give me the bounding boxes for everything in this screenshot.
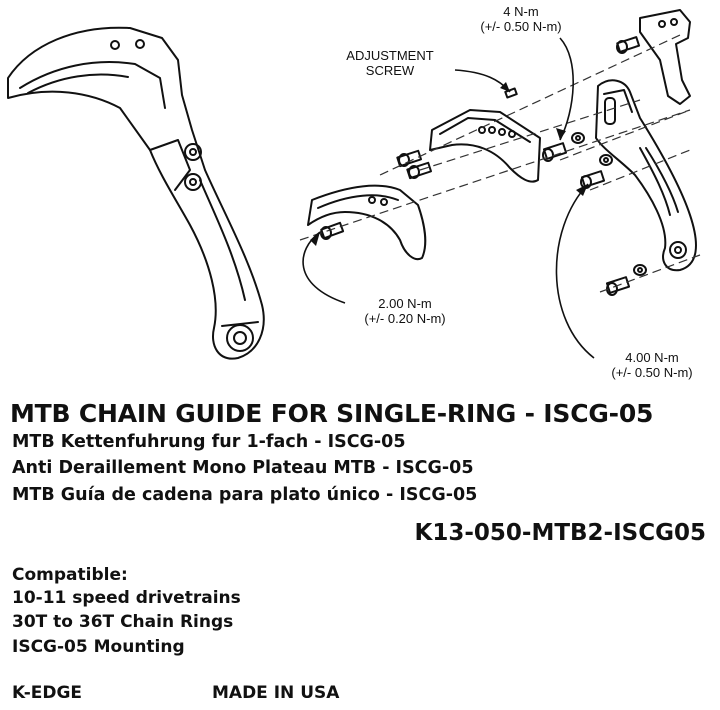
torque-value: 4 N-m [503,4,539,19]
washers-and-bolts [542,132,647,296]
lower-guide-block [307,184,427,260]
torque-callout-top: 4 N-m (+/- 0.50 N-m) [476,4,566,34]
product-title-spanish: MTB Guía de cadena para plato único - IS… [12,485,478,505]
product-title-german: MTB Kettenfuhrung fur 1-fach - ISCG-05 [12,432,406,452]
torque-callout-left: 2.00 N-m (+/- 0.20 N-m) [350,296,460,326]
torque-callout-right: 4.00 N-m (+/- 0.50 N-m) [596,350,708,380]
adjustment-screw-callout: ADJUSTMENT SCREW [322,48,458,78]
product-title: MTB CHAIN GUIDE FOR SINGLE-RING - ISCG-0… [10,399,654,428]
exploded-assembly-diagram [7,9,701,360]
torque-tolerance: (+/- 0.50 N-m) [611,365,693,380]
compatibility-item: ISCG-05 Mounting [12,637,185,657]
product-title-french: Anti Deraillement Mono Plateau MTB - ISC… [12,458,474,478]
assembled-chain-guide [7,26,265,360]
assembly-axes [299,34,701,293]
torque-tolerance: (+/- 0.20 N-m) [364,311,446,326]
torque-value: 2.00 N-m [378,296,432,311]
adjustment-label-line1: ADJUSTMENT [346,48,434,63]
part-number: K13-050-MTB2-ISCG05 [414,520,706,546]
compatibility-item: 10-11 speed drivetrains [12,588,241,608]
torque-value: 4.00 N-m [625,350,679,365]
brand-name: K-EDGE [12,683,83,703]
compatibility-item: 30T to 36T Chain Rings [12,612,234,632]
adjustment-label-line2: SCREW [365,63,415,78]
callout-arrowheads [310,82,588,246]
top-mounting-tab [616,9,691,105]
torque-tolerance: (+/- 0.50 N-m) [480,19,562,34]
compatibility-heading: Compatible: [12,565,128,585]
upper-guide-slider [429,109,541,183]
made-in-label: MADE IN USA [212,683,340,703]
upper-guide-bolts [396,87,518,180]
backplate-arm [595,79,697,272]
